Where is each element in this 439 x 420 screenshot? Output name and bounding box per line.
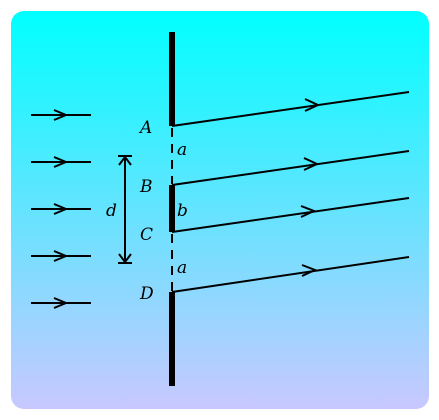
label-a-lower: a (177, 258, 187, 278)
incident-arrow-3 (31, 203, 91, 215)
label-C: C (140, 225, 153, 245)
label-a-upper: a (177, 140, 187, 160)
ray-from-C (171, 197, 410, 233)
label-d: d (106, 201, 117, 221)
label-B: B (139, 177, 153, 197)
incident-arrow-1 (31, 109, 91, 121)
label-D: D (139, 284, 154, 304)
incident-arrow-4 (31, 250, 91, 262)
ray-from-B (171, 150, 410, 186)
label-b: b (177, 201, 188, 221)
incident-arrow-2 (31, 156, 91, 168)
label-A: A (138, 118, 152, 138)
ray-from-A (171, 91, 410, 127)
diffracted-rays (171, 91, 410, 293)
d-dimension (118, 155, 132, 264)
ray-from-D (171, 256, 410, 293)
incident-arrow-5 (31, 297, 91, 309)
background-panel (11, 11, 429, 409)
incident-arrows (31, 109, 91, 309)
